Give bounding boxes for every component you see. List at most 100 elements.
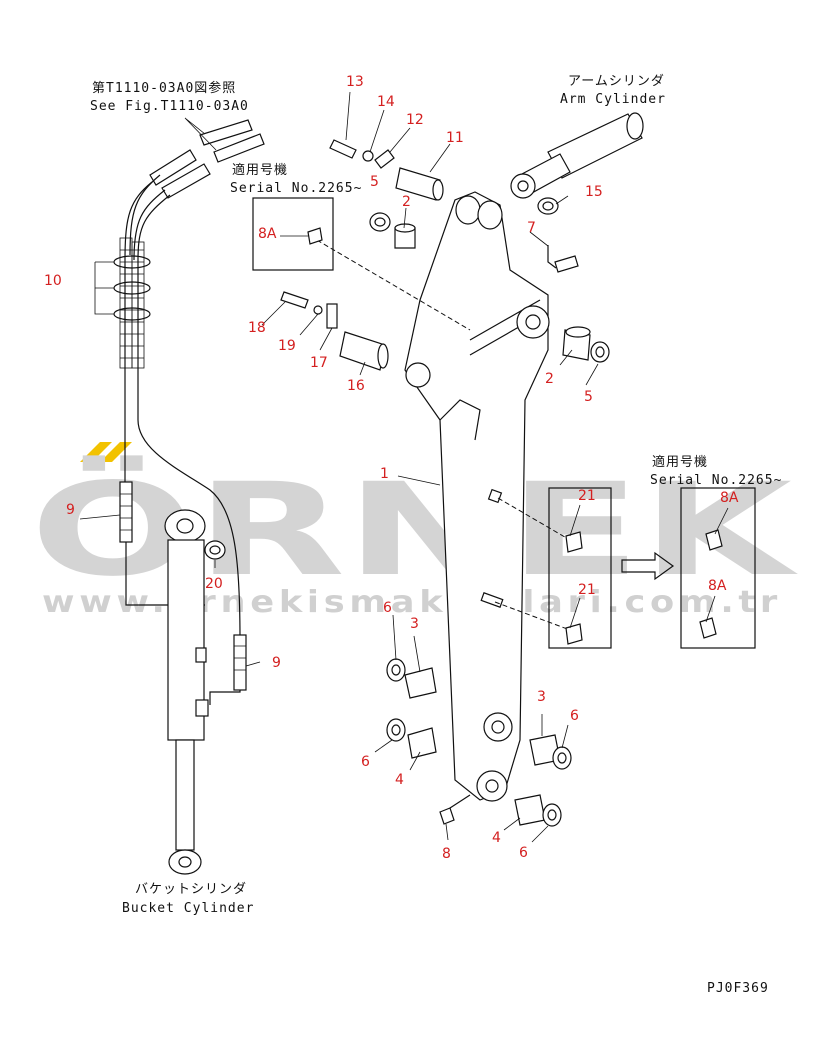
hose-line-right-a (137, 194, 241, 641)
part-number: 6 (383, 600, 392, 616)
hose-fitting-upper-2 (213, 133, 265, 163)
part-number: 11 (446, 130, 464, 146)
part-6-ring-a (386, 658, 406, 682)
part-number: 6 (361, 754, 370, 770)
detail-box-8a-top (252, 197, 334, 271)
part-16-pin (339, 331, 386, 371)
hose-line-left-b (129, 174, 161, 256)
part-4-bushing-b (514, 794, 546, 826)
part-number: 12 (406, 112, 424, 128)
part-numbers: 13 14 12 11 5 2 15 7 8A 10 18 19 17 16 2… (44, 74, 739, 862)
part-number: 6 (519, 845, 528, 861)
arm-body (309, 191, 571, 802)
part-6-ring-d (542, 803, 562, 827)
leader-lines (79, 91, 729, 843)
clamp-leader (94, 261, 114, 315)
part-number: 13 (346, 74, 364, 90)
serial-jp-top: 適用号機 (232, 162, 288, 178)
part-19-washer (313, 305, 323, 315)
part-number: 5 (370, 174, 379, 190)
serial-en-top: Serial No.2265~ (230, 181, 362, 196)
part-number: 8 (442, 846, 451, 862)
arm-boss-top-left (455, 195, 481, 225)
part-number: 2 (545, 371, 554, 387)
ref-fig-jp: 第T1110-03A0図参照 (92, 80, 236, 96)
part-number: 9 (66, 502, 75, 518)
hose-fitting-left (119, 481, 133, 543)
part-number: 7 (527, 220, 536, 236)
part-number: 1 (380, 466, 389, 482)
arm-boss-top-right (477, 200, 503, 230)
part-11-pin (395, 167, 441, 201)
serial-en-right: Serial No.2265~ (650, 473, 782, 488)
bucket-cylinder-rod-eye (168, 849, 202, 875)
part-5-ring-right (590, 341, 610, 363)
arrow-icon (621, 551, 675, 581)
part-number: 17 (310, 355, 328, 371)
hose-to-cylinder-right (209, 690, 241, 705)
hose-end-1 (149, 149, 197, 186)
part-number: 19 (278, 338, 296, 354)
part-number: 4 (395, 772, 404, 788)
hose-sheath (119, 237, 145, 369)
part-number: 14 (377, 94, 395, 110)
arm-boss-mid (405, 362, 431, 388)
bucket-cylinder-en: Bucket Cylinder (122, 901, 254, 916)
part-7-fitting (554, 255, 579, 273)
part-number: 2 (402, 194, 411, 210)
hose-end-2 (161, 163, 211, 199)
hose-line-right-b (133, 189, 166, 261)
bucket-cylinder-head-eye (164, 509, 206, 543)
part-12-plate (374, 149, 395, 169)
part-number: 16 (347, 378, 365, 394)
detail-box-8a-right (680, 487, 756, 649)
part-number: 21 (578, 582, 596, 598)
bucket-cylinder-jp: バケットシリンダ (135, 882, 247, 897)
part-number: 8A (720, 490, 739, 506)
watermark-accent-right (100, 442, 132, 462)
hose-fitting-right (233, 634, 247, 691)
part-21-fitting-a (565, 531, 583, 553)
part-13-bolt (329, 139, 357, 159)
part-15-washer (537, 197, 559, 215)
serial-jp-right: 適用号機 (652, 454, 708, 470)
arm-cylinder-jp: アームシリンダ (568, 74, 665, 89)
ref-fig-en: See Fig.T1110-03A0 (90, 99, 249, 114)
arm-cylinder-eye (510, 173, 536, 199)
part-number: 21 (578, 488, 596, 504)
part-6-ring-c (552, 746, 572, 770)
text-labels: 第T1110-03A0図参照 See Fig.T1110-03A0 アームシリン… (90, 74, 782, 996)
part-number: 20 (205, 576, 223, 592)
part-18-bolt (280, 291, 309, 309)
part-number: 18 (248, 320, 266, 336)
hose-fitting-upper-1 (199, 119, 253, 146)
watermark-brand: ÖRNEK (30, 455, 799, 605)
drawing-code: PJ0F369 (707, 981, 769, 996)
bucket-cylinder-rod (175, 739, 195, 851)
arm-outline (404, 191, 549, 801)
arm-cylinder-en: Arm Cylinder (560, 92, 666, 107)
part-number: 10 (44, 273, 62, 289)
arm-boss-bucket-pin (476, 770, 508, 802)
part-number: 3 (410, 616, 419, 632)
bucket-cylinder (164, 509, 226, 875)
part-3-bushing-a (404, 667, 437, 699)
arm-cylinder (510, 112, 644, 215)
part-number: 4 (492, 830, 501, 846)
watermark: ÖRNEK www.ornekismakinalari.com.tr (30, 442, 799, 620)
part-number: 8A (258, 226, 277, 242)
part-number: 15 (585, 184, 603, 200)
arm-boss-link-pin (483, 712, 513, 742)
part-6-ring-b (386, 718, 406, 742)
watermark-url: www.ornekismakinalari.com.tr (42, 585, 782, 620)
part-8a-fitting-right-b (699, 617, 717, 639)
part-21-fitting-b (565, 623, 583, 645)
part-number: 8A (708, 578, 727, 594)
part-5-ring-top (369, 212, 391, 232)
part-number: 5 (584, 389, 593, 405)
part-8a-fitting-top (307, 227, 323, 245)
part-8a-fitting-right-a (705, 529, 723, 551)
part-number: 3 (537, 689, 546, 705)
part-4-bushing-a (407, 727, 437, 759)
